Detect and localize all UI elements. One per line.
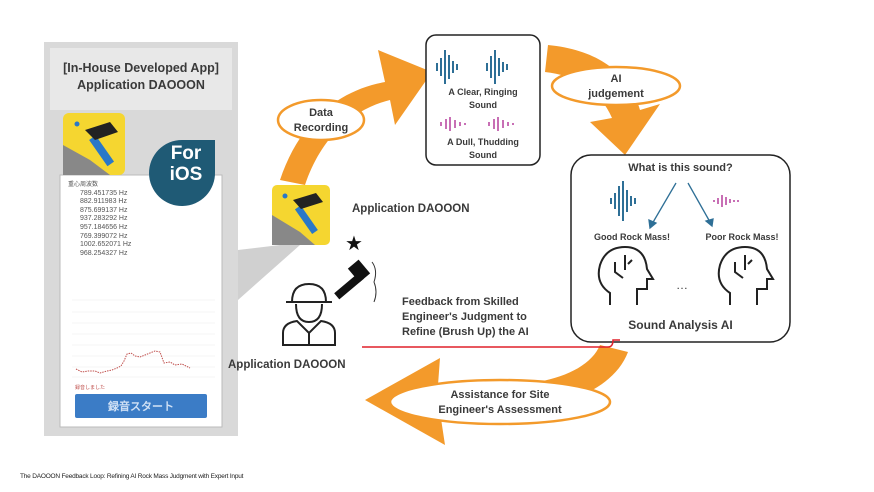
record-button-bg (75, 394, 207, 418)
frequency-header: 重心周波数 (68, 182, 99, 188)
data-recording-ellipse (276, 98, 366, 142)
phone-screen (59, 174, 223, 428)
ai-box-title: Sound Analysis AI (628, 318, 733, 332)
frequency-item: 875.699137 Hz (80, 206, 128, 214)
frequency-item: 968.254327 Hz (80, 249, 128, 257)
ios-badge: For iOS (169, 143, 203, 185)
record-start-button[interactable]: 録音スタート (108, 401, 174, 413)
frequency-item: 769.399072 Hz (80, 232, 128, 240)
frequency-item: 1002.652071 Hz (80, 241, 132, 249)
app-panel-title: [In-House Developed App] Application DAO… (50, 60, 232, 94)
clear-sound-wave-icon (436, 50, 508, 84)
app-label-top: Application DAOOON (352, 203, 470, 215)
ai-dull-wave-icon (713, 195, 739, 207)
worker-icon (282, 282, 336, 346)
frequency-item: 882.911983 Hz (80, 198, 127, 206)
frequency-item: 789.451735 Hz (80, 189, 128, 197)
ai-clear-wave-icon (610, 181, 636, 221)
connector-shape (238, 245, 300, 300)
sound-box (425, 34, 541, 166)
status-text: 録音しました (75, 385, 106, 391)
frequency-list: 重心周波数 789.451735 Hz 882.911983 Hz 875.69… (68, 181, 131, 258)
app-panel-title-line2: Application DAOOON (77, 78, 205, 92)
hammer-icon (334, 259, 377, 303)
app-icon-large (63, 113, 125, 175)
app-icon-small (272, 185, 330, 245)
caption: The DAOOON Feedback Loop: Refining AI Ro… (20, 473, 244, 480)
ai-head-icon-right (717, 245, 775, 305)
ai-head-icon-left (597, 245, 655, 305)
feedback-line (362, 339, 620, 348)
ai-judgement-ellipse (550, 65, 682, 107)
app-panel-title-line1: [In-House Developed App] (63, 61, 219, 75)
phone-chart-trace (75, 350, 191, 374)
data-recording-arrow (280, 50, 432, 185)
good-rock-label: Good Rock Mass! (593, 232, 670, 242)
ai-question: What is this sound? (628, 162, 733, 174)
app-panel-header (50, 48, 232, 110)
phone-chart (72, 299, 215, 378)
ios-badge-shape (149, 140, 216, 207)
frequency-item: 957.184656 Hz (80, 223, 128, 231)
ellipsis: … (676, 278, 688, 292)
ai-box (570, 154, 791, 343)
app-label-bottom: Application DAOOON (228, 359, 346, 371)
assistance-ellipse (388, 378, 612, 426)
star-icon: ★ (345, 233, 363, 255)
frequency-item: 937.283292 Hz (80, 215, 128, 223)
classification-arrows (648, 182, 714, 230)
poor-rock-label: Poor Rock Mass! (705, 232, 779, 242)
dull-sound-wave-icon (440, 117, 514, 131)
